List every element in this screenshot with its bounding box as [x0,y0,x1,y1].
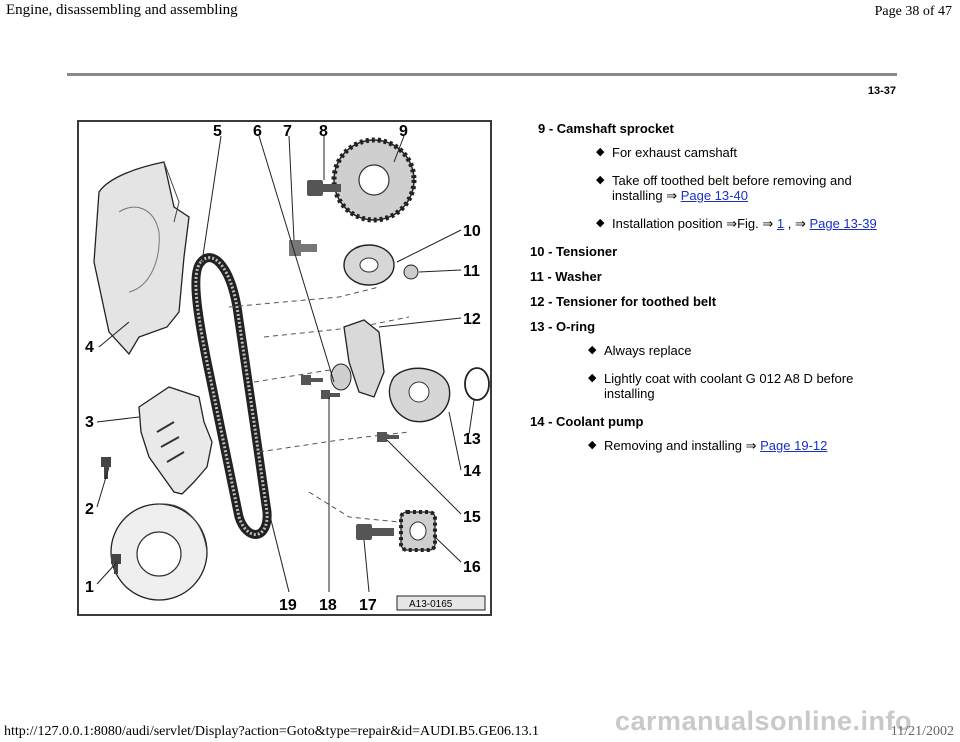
legend-item-11: 11 - Washer [530,269,890,284]
callout-label: 1 [85,579,94,596]
cover-bolt [111,554,121,574]
callout-label: 15 [463,509,481,526]
coolant-pump [388,367,451,423]
o-ring [464,367,490,401]
callout-label: 3 [85,414,94,431]
page-link[interactable]: Page 19-12 [760,438,828,453]
legend-item-title: 9 - Camshaft sprocket [538,121,674,136]
callout-label: 19 [279,597,297,614]
callout-label: 16 [463,559,481,576]
callout-label: 13 [463,431,481,448]
legend-item-title: 11 - Washer [530,269,602,284]
legend-subitem: ◆Take off toothed belt before removing a… [596,173,852,203]
crankshaft-bolt [356,524,394,540]
legend-subitem: ◆Always replace [588,343,692,358]
pump-bolt [321,390,340,399]
diamond-bullet-icon: ◆ [588,372,597,384]
legend-subitem: ◆Installation position ⇒Fig. ⇒ 1 , ⇒ Pag… [596,216,877,231]
document-title: Engine, disassembling and assembling [6,2,238,18]
cover-bolt [101,457,111,479]
legend-item-10: 10 - Tensioner [530,244,890,259]
callout-label: 8 [319,123,328,140]
callout-label: 11 [463,263,480,280]
callout-label: 5 [213,123,222,140]
pump-bolt [377,432,399,442]
diamond-bullet-icon: ◆ [596,174,605,186]
camshaft-sprocket [331,137,417,223]
figure-code: A13-0165 [409,599,453,610]
idler-roller [330,363,352,391]
figure-code-box [396,595,486,611]
upper-belt-cover [93,161,190,356]
legend-subitems: ◆Removing and installing ⇒ Page 19-12 [530,438,890,453]
legend-item-title: 14 - Coolant pump [530,414,644,429]
diamond-bullet-icon: ◆ [588,344,597,356]
callout-label: 14 [463,463,481,480]
page-indicator: Page 38 of 47 [874,4,952,19]
tensioner [343,244,395,286]
legend-item-title: 13 - O-ring [530,319,596,334]
diamond-bullet-icon: ◆ [596,146,605,158]
callout-label: 2 [85,501,94,518]
sprocket-bolt [307,180,341,196]
legend-item-9: 9 - Camshaft sprocket ◆For exhaust camsh… [530,121,890,231]
watermark-logo: carmanualsonline.info [614,706,912,736]
header-rule [67,73,897,76]
callout-label: 17 [359,597,377,614]
washer [403,264,419,280]
legend-item-title: 12 - Tensioner for toothed belt [530,294,717,309]
callout-label: 7 [283,123,292,140]
legend-item-title: 10 - Tensioner [530,244,618,259]
figure-link[interactable]: 1 [776,216,785,231]
legend-subitems: ◆For exhaust camshaft ◆Take off toothed … [538,145,890,231]
callout-label: 12 [463,311,481,328]
callout-label: 10 [463,223,481,240]
legend-subitem: ◆Lightly coat with coolant G 012 A8 D be… [588,371,854,401]
toothed-belt [191,253,272,539]
timing-belt-exploded-diagram: 5 6 7 8 9 10 11 12 13 14 15 16 17 18 19 … [85,123,490,614]
callout-label: 6 [253,123,262,140]
middle-belt-cover [138,386,213,495]
legend-subitems: ◆Always replace ◆Lightly coat with coola… [530,343,890,401]
legend-subitem: ◆For exhaust camshaft [596,145,737,160]
diamond-bullet-icon: ◆ [588,439,597,451]
section-page-number: 13-37 [867,85,896,97]
legend-item-13: 13 - O-ring ◆Always replace ◆Lightly coa… [530,319,890,401]
page-link[interactable]: Page 13-39 [809,216,877,231]
legend-subitem: ◆Removing and installing ⇒ Page 19-12 [588,438,828,453]
parts-legend: 9 - Camshaft sprocket ◆For exhaust camsh… [530,121,890,466]
exploded-view-figure: 5 6 7 8 9 10 11 12 13 14 15 16 17 18 19 … [77,120,492,616]
pump-bolt [301,375,323,385]
diamond-bullet-icon: ◆ [596,217,605,229]
callout-label: 18 [319,597,337,614]
belt-tensioner [343,319,385,398]
callout-label: 9 [399,123,408,140]
callout-label: 4 [85,339,94,356]
footer-url: http://127.0.0.1:8080/audi/servlet/Displ… [4,724,539,739]
page-link[interactable]: Page 13-40 [680,188,748,203]
footer-date: 11/21/2002 [890,724,954,739]
legend-item-14: 14 - Coolant pump ◆Removing and installi… [530,414,890,453]
legend-item-12: 12 - Tensioner for toothed belt [530,294,890,309]
crankshaft-sprocket [399,510,437,552]
